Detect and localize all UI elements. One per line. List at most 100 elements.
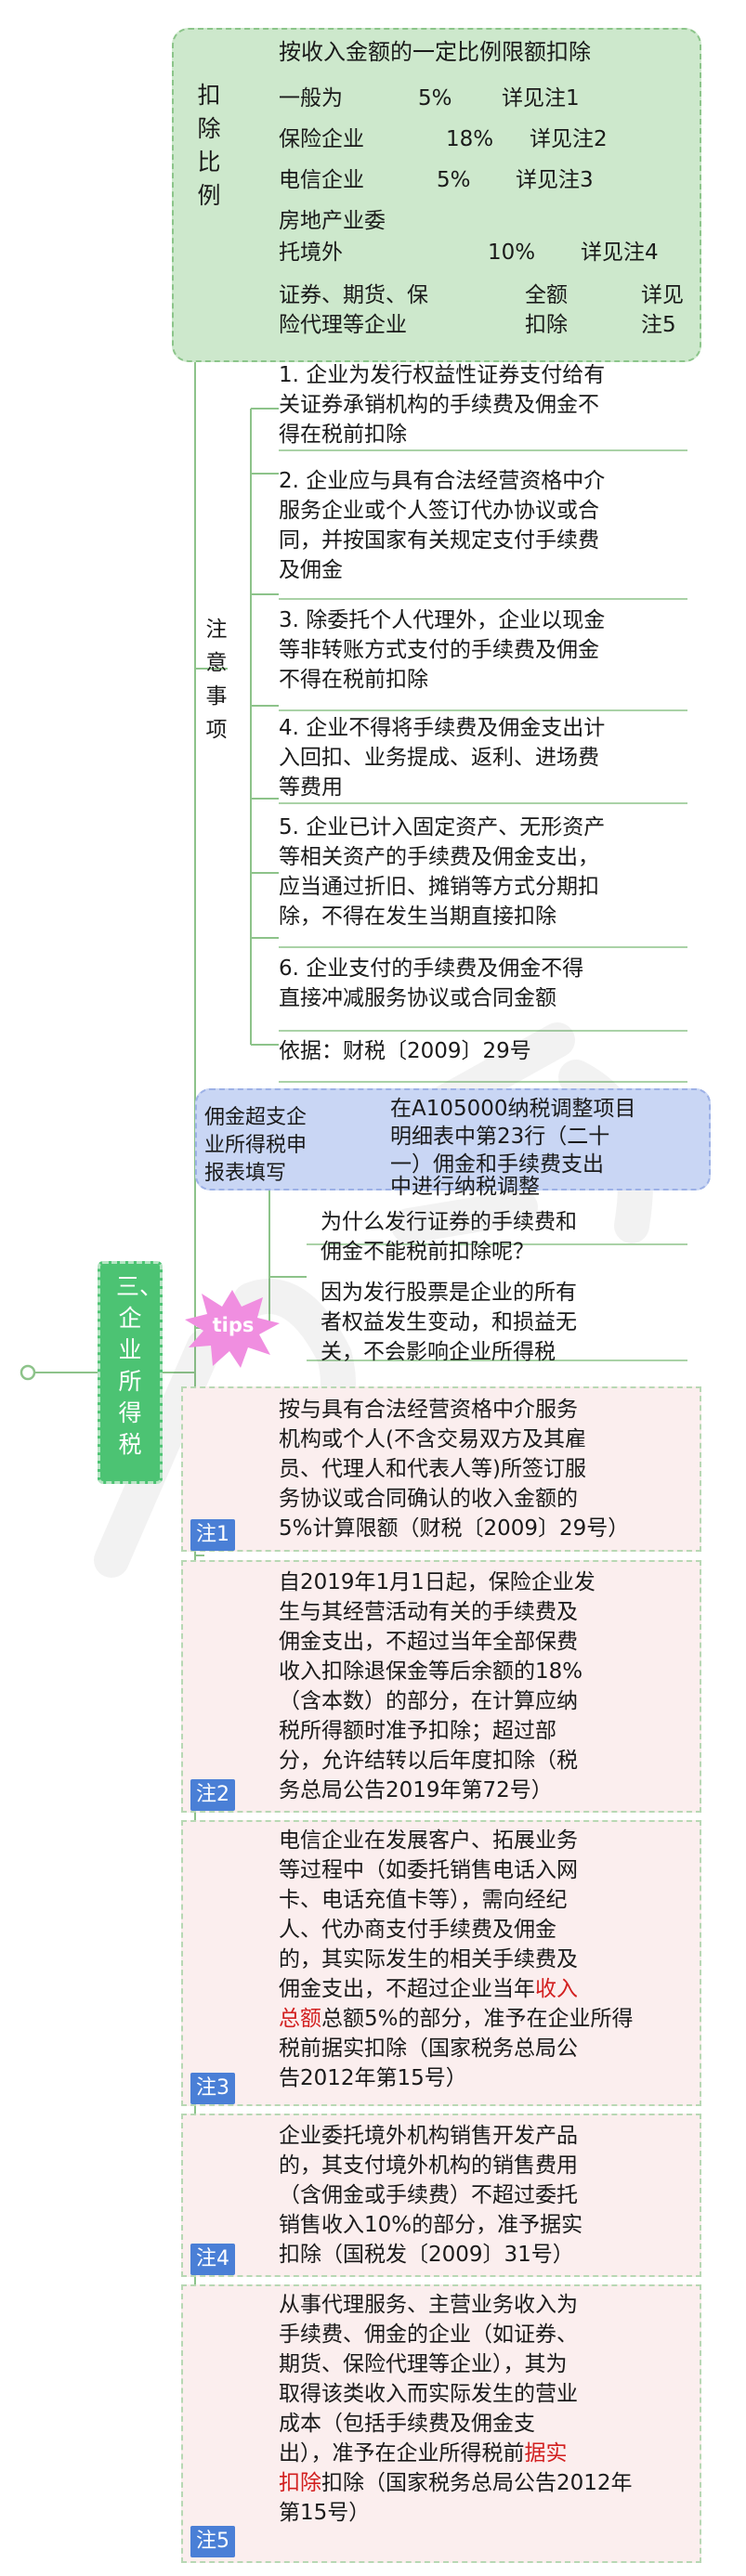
note-5-line-7: 扣除扣除（国家税务总局公告2012年 (279, 2468, 633, 2498)
note-5-line-2: 手续费、佣金的企业（如证券、 (279, 2322, 578, 2347)
filing-text-line-3: 一）佣金和手续费支出 (390, 1152, 604, 1177)
caution-item-4-line-1: 4. 企业不得将手续费及佣金支出计 (279, 716, 606, 740)
note-5-line-8: 第15号） (279, 2501, 371, 2525)
rate-row-telecom-note: 详见注3 (516, 168, 594, 192)
rate-row-securities-rate-1: 全额 (525, 283, 568, 307)
note-3-line-1: 电信企业在发展客户、拓展业务 (279, 1828, 578, 1853)
caution-item-3-line-1: 3. 除委托个人代理外，企业以现金 (279, 608, 606, 632)
note-4-line-1: 企业委托境外机构销售开发产品 (279, 2124, 578, 2148)
rate-row-securities-name-1: 证券、期货、保 (279, 283, 428, 307)
note-5-highlight-b: 扣除 (279, 2471, 321, 2495)
caution-item-2-line-2: 服务企业或个人签订代办协议或合 (279, 499, 599, 523)
caution-item-5-line-4: 除，不得在发生当期直接扣除 (279, 904, 556, 929)
deduction-ratio-box (172, 28, 701, 362)
rate-row-general-name: 一般为 (279, 86, 343, 111)
filing-label-line-1: 佣金超支企 (204, 1106, 308, 1129)
filing-text-line-2: 明细表中第23行（二十 (390, 1125, 610, 1149)
tips-answer-line-2: 者权益发生变动，和损益无 (321, 1310, 577, 1334)
note-4-line-2: 的，其支付境外机构的销售费用 (279, 2153, 578, 2178)
rate-row-general-note: 详见注1 (502, 86, 580, 111)
rate-row-realestate-name-1: 房地产业委 (279, 209, 386, 233)
note-1-box (181, 1386, 701, 1552)
rate-row-insurance-note: 详见注2 (530, 127, 608, 151)
cautions-basis: 依据：财税〔2009〕29号 (279, 1039, 531, 1063)
note-5-box (181, 2284, 701, 2563)
rate-row-securities-rate-2: 扣除 (525, 313, 568, 337)
note-3-line-5: 的，其实际发生的相关手续费及 (279, 1947, 578, 1971)
caution-item-5-line-2: 等相关资产的手续费及佣金支出， (279, 845, 599, 869)
caution-item-1-line-1: 1. 企业为发行权益性证券支付给有 (279, 363, 606, 387)
note-3-line-8: 税前据实扣除（国家税务总局公 (279, 2036, 578, 2061)
root-node[interactable]: 三、企业所得税 (98, 1261, 163, 1484)
note-2-line-7: 分，允许结转以后年度扣除（税 (279, 1749, 578, 1773)
filing-box (195, 1088, 711, 1190)
caution-item-2-line-4: 及佣金 (279, 558, 343, 582)
caution-item-2-line-1: 2. 企业应与具有合法经营资格中介 (279, 469, 606, 493)
note-3-line-9: 告2012年第15号） (279, 2066, 467, 2090)
note-2-line-2: 生与其经营活动有关的手续费及 (279, 1600, 578, 1624)
note-2-line-3: 佣金支出，不超过当年全部保费 (279, 1630, 578, 1654)
rate-row-insurance-rate: 18% (446, 127, 494, 151)
note-3-highlight-b: 总额 (279, 2007, 321, 2031)
caution-item-1-line-3: 得在税前扣除 (279, 423, 407, 447)
caution-item-3-line-2: 等非转账方式支付的手续费及佣金 (279, 638, 599, 662)
note-4-line-5: 扣除（国税发〔2009〕31号） (279, 2243, 574, 2267)
note-5-line-6: 出），准予在企业所得税前据实 (279, 2439, 568, 2468)
tips-question-line-1: 为什么发行证券的手续费和 (321, 1210, 577, 1234)
note-5-line-4: 取得该类收入而实际发生的营业 (279, 2382, 578, 2406)
note-3-highlight-a: 收入 (535, 1977, 578, 2001)
note-4-line-4: 销售收入10%的部分，准予据实 (279, 2213, 583, 2237)
note-1-line-1: 按与具有合法经营资格中介服务 (279, 1398, 578, 1422)
tips-answer-line-1: 因为发行股票是企业的所有 (321, 1281, 577, 1305)
caution-item-6-line-2: 直接冲减服务协议或合同金额 (279, 986, 556, 1010)
note-5-line-1: 从事代理服务、主营业务收入为 (279, 2293, 578, 2317)
tips-answer-line-3: 关，不会影响企业所得税 (321, 1340, 556, 1364)
caution-item-4-line-3: 等费用 (279, 775, 343, 800)
note-5-line-6-text: 出），准予在企业所得税前 (279, 2441, 525, 2465)
note-3-line-2: 等过程中（如委托销售电话入网 (279, 1858, 578, 1882)
rate-row-telecom-rate: 5% (437, 168, 471, 192)
caution-item-2-line-3: 同，并按国家有关规定支付手续费 (279, 528, 599, 553)
filing-text-line-1: 在A105000纳税调整项目 (390, 1097, 636, 1121)
note-1-line-4: 务协议或合同确认的收入金额的 (279, 1487, 578, 1511)
caution-item-1-line-2: 关证券承销机构的手续费及佣金不 (279, 393, 599, 417)
rate-row-securities-note-1: 详见 (641, 283, 684, 307)
cautions-label: 注意事项 (205, 618, 228, 742)
note-5-tag[interactable]: 注5 (190, 2526, 235, 2557)
note-2-line-5: （含本数）的部分，在计算应纳 (279, 1689, 578, 1713)
note-4-box (181, 2114, 701, 2277)
note-3-box (181, 1820, 701, 2106)
rate-row-insurance-name: 保险企业 (279, 127, 364, 151)
note-1-tag[interactable]: 注1 (190, 1519, 235, 1551)
rate-row-telecom-name: 电信企业 (279, 168, 364, 192)
tips-badge-shape (185, 1290, 280, 1368)
caution-item-3-line-3: 不得在税前扣除 (279, 668, 428, 692)
note-2-line-1: 自2019年1月1日起，保险企业发 (279, 1570, 595, 1594)
rate-row-securities-note-2: 注5 (641, 313, 676, 337)
note-1-line-2: 机构或个人(不含交易双方及其雇 (279, 1427, 586, 1451)
note-1-line-3: 员、代理人和代表人等)所签订服 (279, 1457, 586, 1481)
caution-item-4-line-2: 入回扣、业务提成、返利、进场费 (279, 746, 599, 770)
rate-row-realestate-rate: 10% (488, 241, 536, 265)
note-5-line-3: 期货、保险代理等企业），其为 (279, 2352, 568, 2376)
note-5-line-7-text: 扣除（国家税务总局公告2012年 (321, 2471, 633, 2495)
note-2-box (181, 1560, 701, 1813)
note-5-highlight-a: 据实 (524, 2441, 568, 2465)
note-1-line-5: 5%计算限额（财税〔2009〕29号） (279, 1516, 630, 1541)
note-3-line-6-text: 佣金支出，不超过企业当年 (279, 1977, 535, 2001)
note-4-line-3: （含佣金或手续费）不超过委托 (279, 2183, 578, 2207)
caution-item-5-line-1: 5. 企业已计入固定资产、无形资产 (279, 815, 606, 839)
deduction-ratio-label: 扣除比例 (197, 82, 221, 209)
rate-row-realestate-name-2: 托境外 (279, 241, 343, 265)
note-4-tag[interactable]: 注4 (190, 2244, 235, 2275)
note-2-tag[interactable]: 注2 (190, 1779, 235, 1811)
filing-text-line-4: 中进行纳税调整 (390, 1175, 540, 1199)
filing-label-line-2: 业所得税申 (204, 1134, 308, 1157)
note-3-tag[interactable]: 注3 (190, 2073, 235, 2104)
note-5-line-5: 成本（包括手续费及佣金支 (279, 2412, 535, 2436)
note-2-line-6: 税所得额时准予扣除；超过部 (279, 1719, 556, 1743)
deduction-ratio-header: 按收入金额的一定比例限额扣除 (279, 39, 591, 65)
rate-row-realestate-note: 详见注4 (581, 241, 659, 265)
note-3-line-4: 人、代办商支付手续费及佣金 (279, 1918, 556, 1942)
caution-item-5-line-3: 应当通过折旧、摊销等方式分期扣 (279, 875, 599, 899)
